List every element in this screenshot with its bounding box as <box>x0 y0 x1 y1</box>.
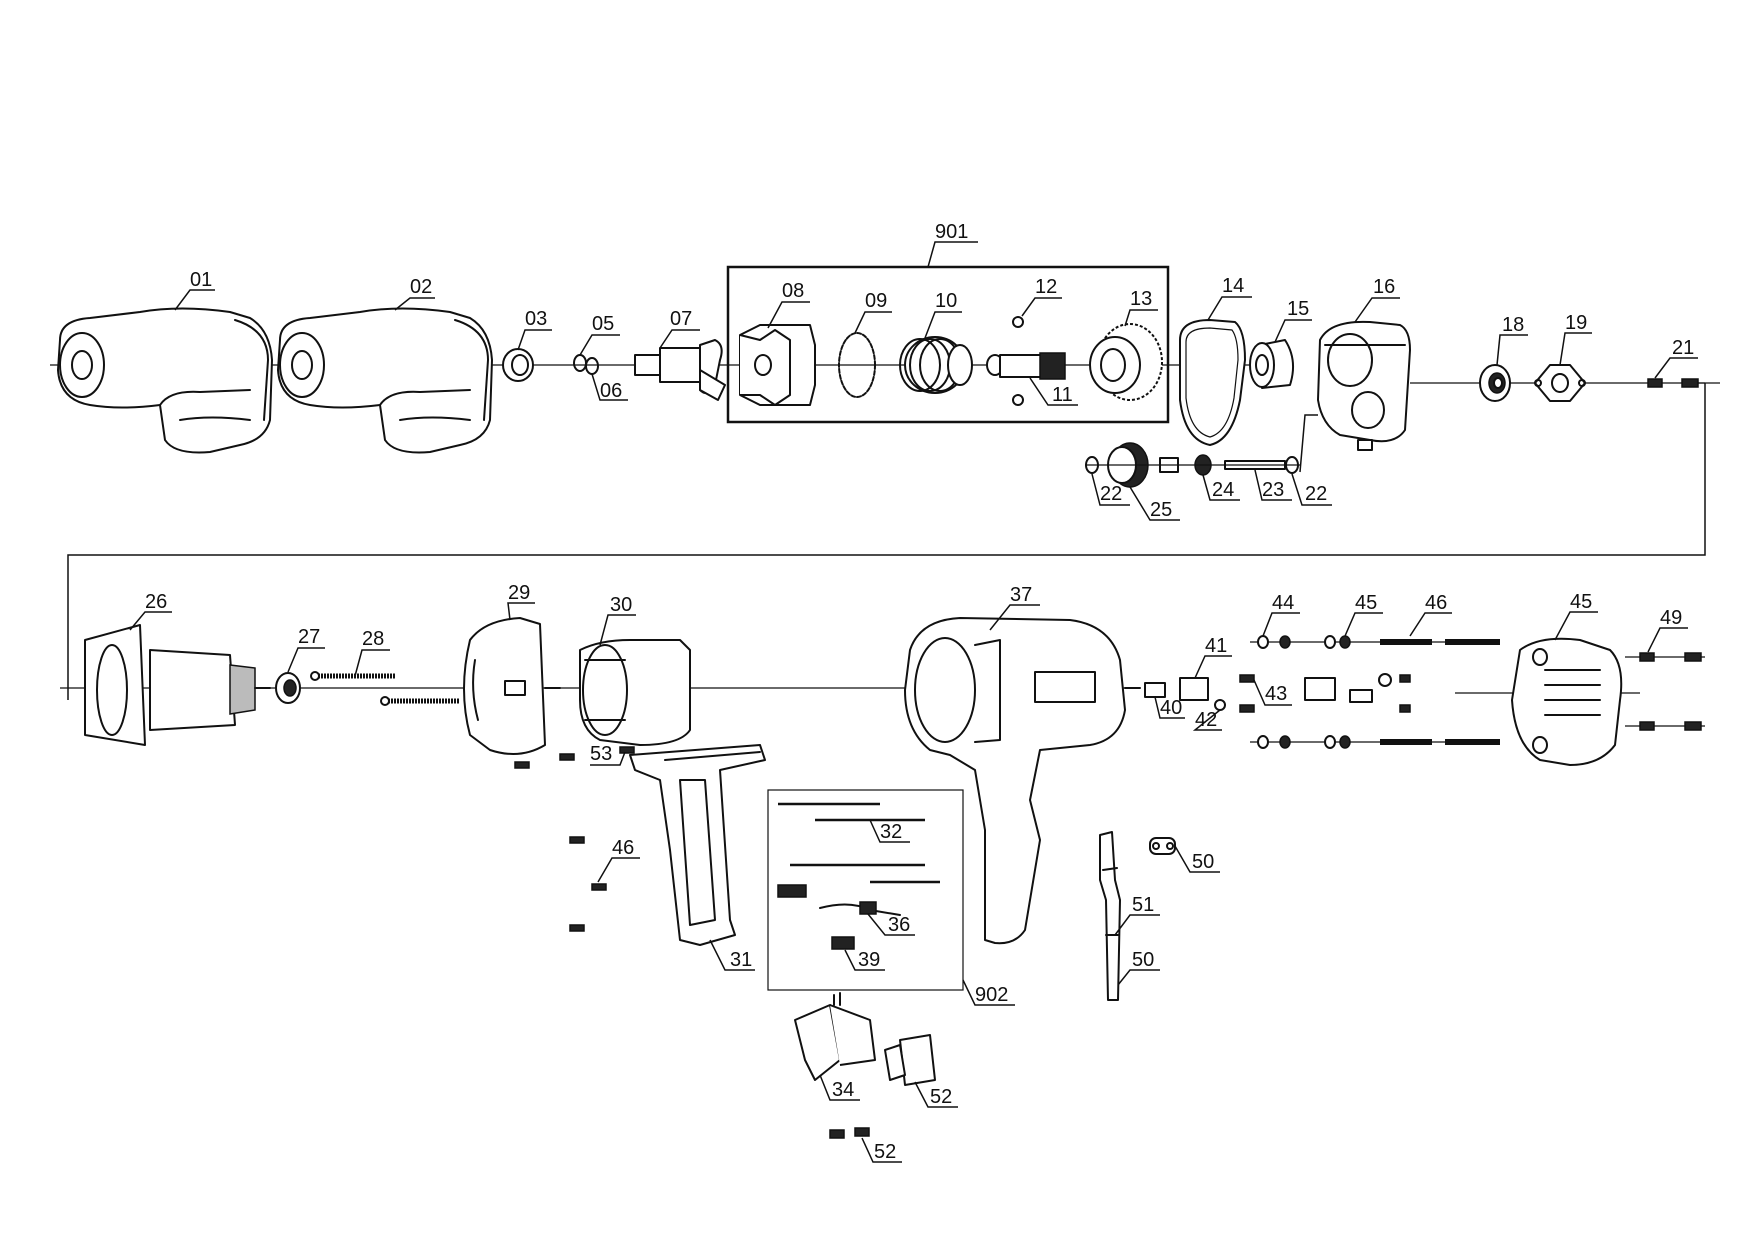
label-26: 26 <box>145 591 167 613</box>
label-08: 08 <box>782 280 804 302</box>
label-38: 40 <box>1160 697 1182 719</box>
label-13: 13 <box>1130 288 1152 310</box>
label-50-text: 50 <box>1192 851 1214 873</box>
label-25: 25 <box>1150 499 1172 521</box>
part-14-gasket <box>1179 319 1246 446</box>
assembly-901-box <box>726 265 1170 424</box>
label-02: 02 <box>410 276 432 298</box>
part-51-switch-cap <box>884 1034 936 1086</box>
parts-38-41-brush-holders <box>1144 673 1411 713</box>
part-02-housing-half <box>277 307 493 454</box>
label-32: 32 <box>880 821 902 843</box>
label-10: 10 <box>935 290 957 312</box>
label-36: 37 <box>1010 584 1032 606</box>
label-902: 902 <box>975 984 1008 1006</box>
part-50-cord-clamp <box>1149 837 1176 855</box>
label-21: 21 <box>1672 337 1694 359</box>
part-34-switch <box>794 992 876 1081</box>
label-29: 29 <box>508 582 530 604</box>
label-18: 18 <box>1502 314 1524 336</box>
part-03-bearing-ring <box>502 348 534 382</box>
label-53: 53 <box>590 743 612 765</box>
label-28: 28 <box>362 628 384 650</box>
label-44: 46 <box>1425 592 1447 614</box>
label-49: 51 <box>1132 894 1154 916</box>
label-30: 30 <box>610 594 632 616</box>
part-12-ball-top <box>1012 316 1024 328</box>
label-22-left: 22 <box>1100 483 1122 505</box>
part-36-motor-housing <box>904 617 1141 945</box>
label-46-left: 46 <box>612 837 634 859</box>
part-11-shaft <box>986 352 1066 380</box>
parts-22-25-idler <box>1085 442 1300 488</box>
label-24: 24 <box>1212 479 1234 501</box>
part-52-screws <box>829 1127 870 1139</box>
assembly-902-box <box>767 789 964 991</box>
label-23: 23 <box>1262 479 1284 501</box>
callouts: 01 02 03 05 06 07 08 09 10 11 12 13 <box>129 221 1698 1163</box>
part-27-bearing <box>275 672 301 704</box>
label-14: 14 <box>1222 275 1244 297</box>
part-32-wires <box>778 802 940 884</box>
label-31: 31 <box>730 949 752 971</box>
label-05: 05 <box>592 313 614 335</box>
label-06: 06 <box>600 380 622 402</box>
label-07: 07 <box>670 308 692 330</box>
part-21-screws <box>1647 378 1705 388</box>
part-46-screws-right <box>1625 652 1705 731</box>
part-08-hammer <box>739 324 816 406</box>
label-43: 45 <box>1355 592 1377 614</box>
part-29-baffle <box>463 617 561 755</box>
part-12-ball-bottom <box>1012 394 1024 406</box>
part-13-gear <box>1089 323 1163 401</box>
label-22-right: 22 <box>1305 483 1327 505</box>
part-48-49-power-cord <box>1099 831 1121 1001</box>
part-10-spring <box>899 336 973 394</box>
label-27: 27 <box>298 626 320 648</box>
label-15: 15 <box>1287 298 1309 320</box>
part-07-spindle <box>634 339 726 401</box>
label-01: 01 <box>190 269 212 291</box>
part-09-ball-ring <box>838 332 876 398</box>
part-30-field <box>579 639 691 746</box>
label-41: 43 <box>1265 683 1287 705</box>
label-51: 52 <box>930 1086 952 1108</box>
part-37-clip <box>831 936 855 950</box>
parts-42-44-bottom-row <box>1250 735 1500 749</box>
label-37: 39 <box>858 949 880 971</box>
part-15-bearing-cup <box>1249 339 1295 389</box>
part-01-front-housing <box>57 307 273 454</box>
label-03: 03 <box>525 308 547 330</box>
label-12: 12 <box>1035 276 1057 298</box>
label-35: 36 <box>888 914 910 936</box>
label-901: 901 <box>935 221 968 243</box>
leader-22-to-16 <box>1299 414 1318 473</box>
part-19-plate <box>1534 364 1586 402</box>
label-52-visible: 52 <box>874 1141 896 1163</box>
part-35-spring-wire <box>777 884 901 916</box>
label-46-right: 49 <box>1660 607 1682 629</box>
row-connector <box>67 383 1706 700</box>
label-09: 09 <box>865 290 887 312</box>
label-34: 34 <box>832 1079 854 1101</box>
label-45-text: 45 <box>1570 591 1592 613</box>
part-26-armature <box>84 624 271 746</box>
label-42: 44 <box>1272 592 1294 614</box>
label-48: 50 <box>1132 949 1154 971</box>
part-18-bearing <box>1479 364 1511 402</box>
part-53-screws <box>514 746 635 769</box>
label-11: 11 <box>1052 384 1073 406</box>
label-16: 16 <box>1373 276 1395 298</box>
part-31-handle-half <box>629 744 766 946</box>
part-16-gear-case <box>1317 320 1411 451</box>
parts-42-44-top-row <box>1250 635 1500 649</box>
label-19: 19 <box>1565 312 1587 334</box>
part-46-screws-left <box>569 836 607 932</box>
label-40: 42 <box>1195 709 1217 731</box>
label-39: 41 <box>1205 635 1227 657</box>
part-45-rear-cover <box>1511 637 1623 766</box>
